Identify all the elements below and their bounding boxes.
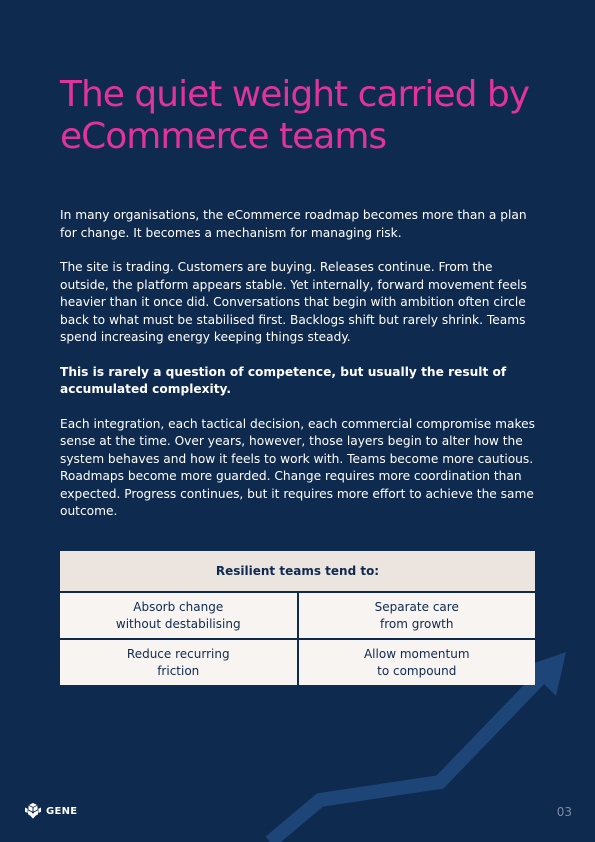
paragraph-emphasis: This is rarely a question of competence,…	[60, 364, 507, 397]
cell-line: without destabilising	[115, 616, 241, 631]
table-row: Reduce recurring friction Allow momentum…	[60, 640, 535, 685]
cell-line: Separate care	[374, 599, 459, 614]
table-cell: Allow momentum to compound	[298, 640, 535, 685]
cell-line: from growth	[380, 616, 454, 631]
cell-line: friction	[157, 663, 200, 678]
cube-logo-icon	[25, 803, 41, 819]
logo-text: GENE	[46, 805, 78, 817]
table-cell: Separate care from growth	[298, 593, 535, 638]
paragraph-stability: The site is trading. Customers are buyin…	[60, 260, 527, 344]
brand-logo: GENE	[24, 802, 77, 820]
resilient-teams-table: Resilient teams tend to: Absorb change w…	[60, 551, 535, 687]
paragraph-complexity: Each integration, each tactical decision…	[60, 416, 535, 519]
cell-line: Allow momentum	[363, 646, 470, 661]
table-header: Resilient teams tend to:	[60, 551, 535, 591]
table-row: Absorb change without destabilising Sepa…	[60, 593, 535, 638]
table-cell: Absorb change without destabilising	[60, 593, 297, 638]
paragraph-intro: In many organisations, the eCommerce roa…	[60, 208, 527, 240]
cell-line: Absorb change	[133, 599, 224, 614]
table-cell: Reduce recurring friction	[60, 640, 297, 685]
page-number: 03	[556, 805, 572, 819]
cell-line: Reduce recurring	[126, 646, 230, 661]
cell-line: to compound	[377, 663, 457, 678]
body-text: In many organisations, the eCommerce roa…	[60, 207, 540, 538]
page-title: The quiet weight carried by eCommerce te…	[60, 74, 530, 157]
